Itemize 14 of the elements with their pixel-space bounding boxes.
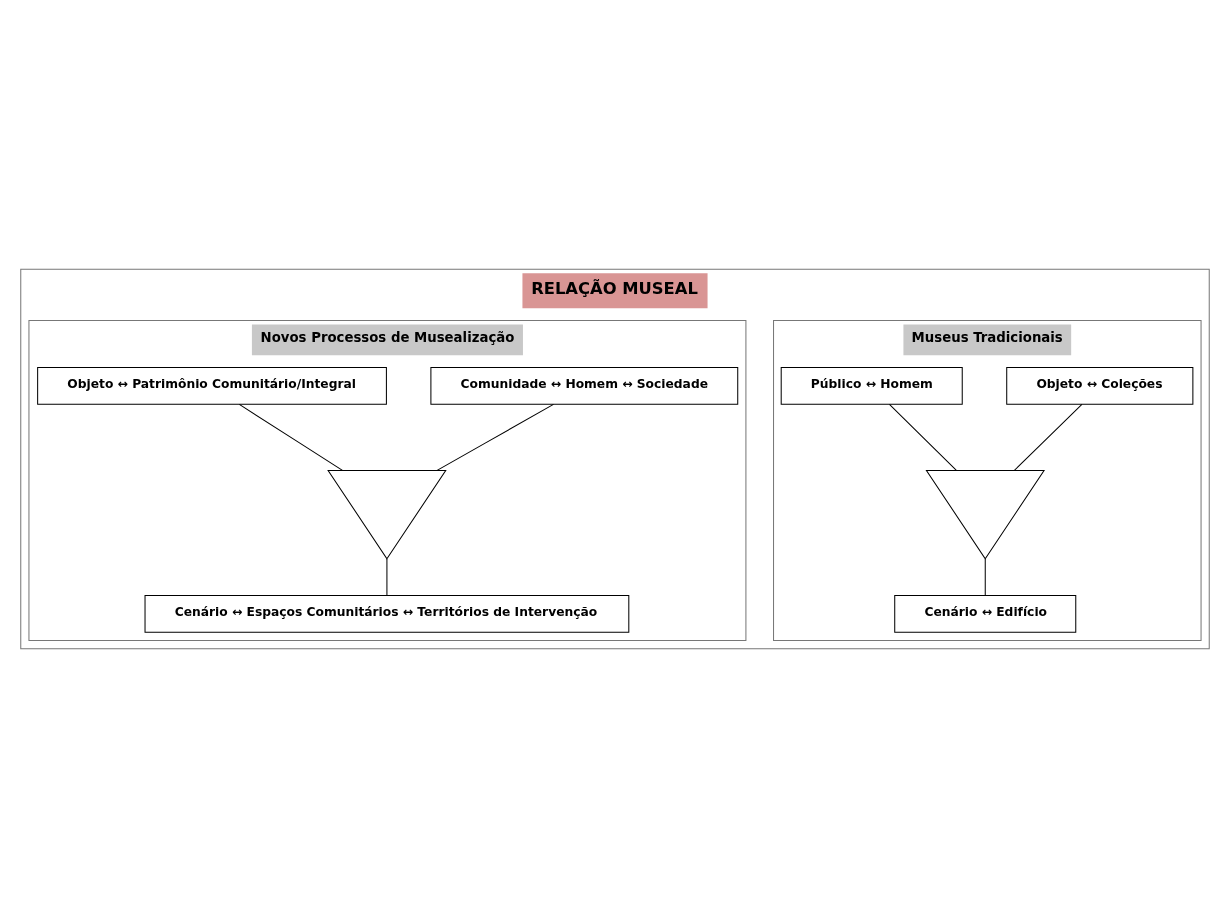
connector bbox=[984, 557, 986, 596]
node-box: Objeto ↔ Patrimônio Comunitário/Integral bbox=[37, 366, 387, 405]
connector bbox=[888, 403, 957, 471]
node-box: Cenário ↔ Espaços Comunitários ↔ Territórios de Intervenção bbox=[144, 594, 630, 633]
node-triangle bbox=[327, 469, 447, 560]
connector bbox=[1014, 403, 1083, 471]
node-box: Comunidade ↔ Homem ↔ Sociedade bbox=[430, 366, 739, 405]
connector bbox=[386, 557, 388, 596]
connector bbox=[436, 403, 554, 471]
node-triangle bbox=[925, 469, 1045, 560]
node-box: Cenário ↔ Edifício bbox=[894, 594, 1077, 633]
node-box: Público ↔ Homem bbox=[780, 366, 963, 405]
node-box: Objeto ↔ Coleções bbox=[1006, 366, 1194, 405]
connector bbox=[238, 403, 343, 471]
